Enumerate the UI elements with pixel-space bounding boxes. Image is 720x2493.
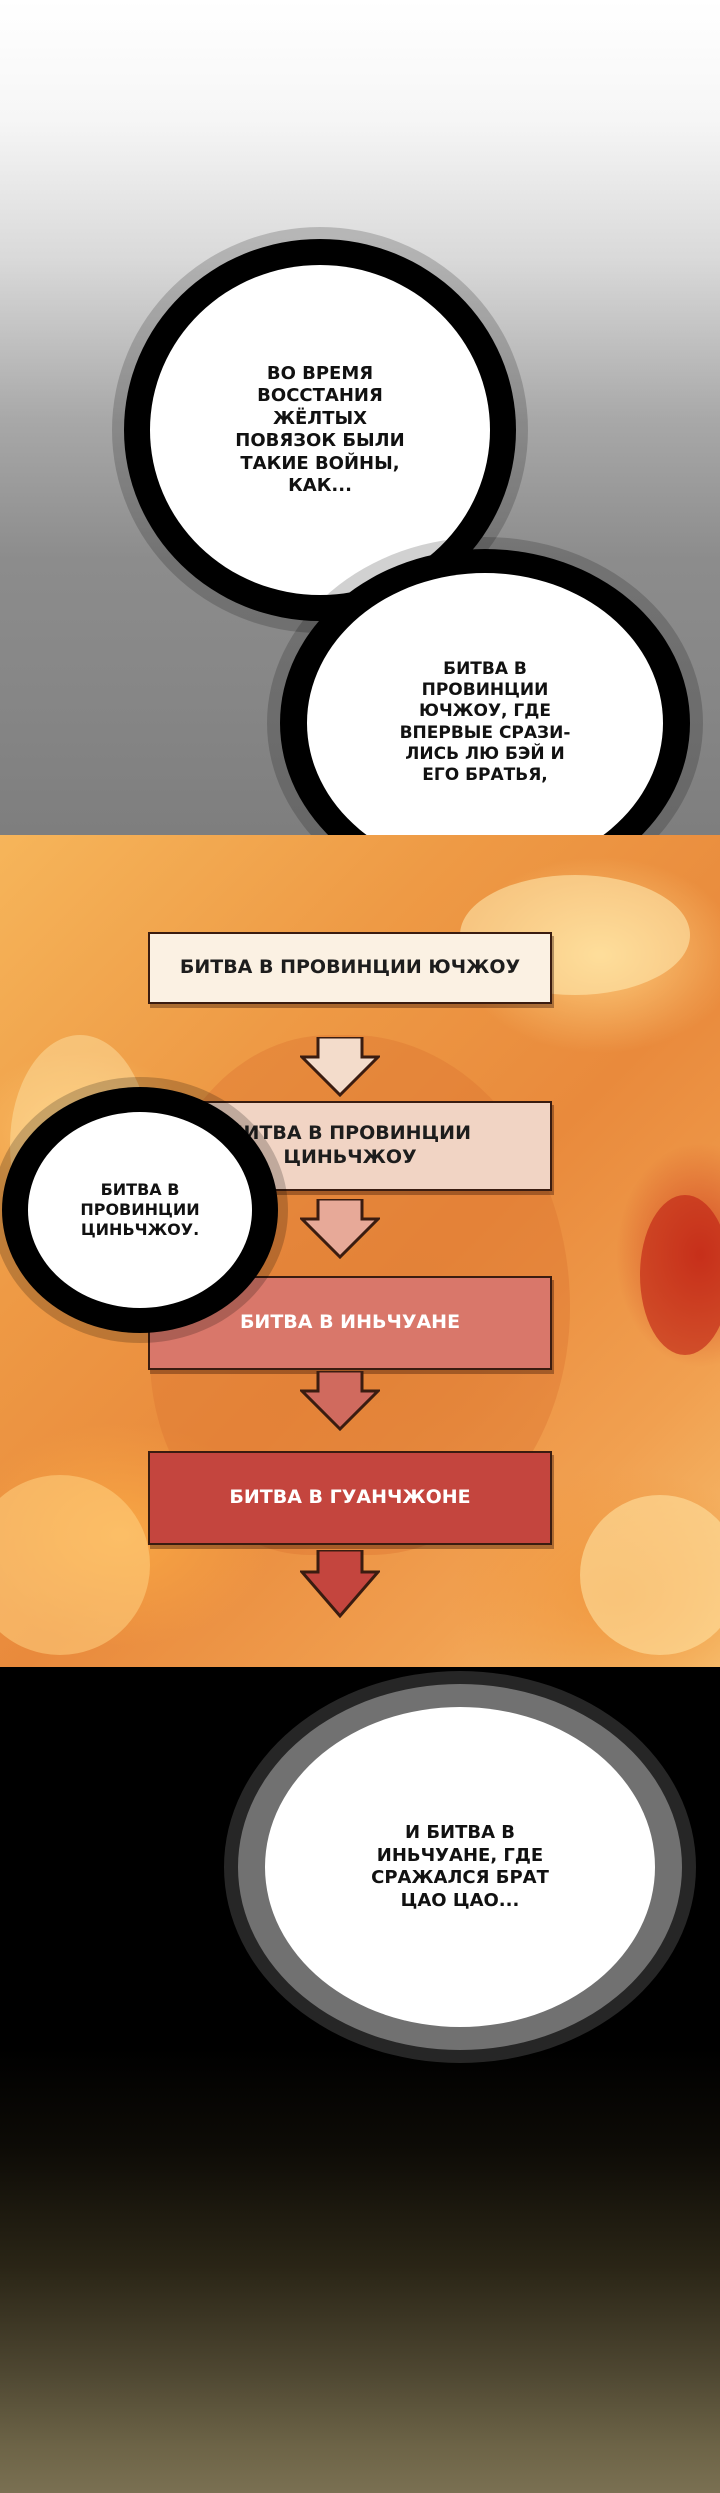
bubble-3-text: БИТВА В ПРОВИНЦИИ ЦИНЬЧЖОУ. <box>80 1180 200 1239</box>
bubble-2-text: БИТВА В ПРОВИНЦИИ ЮЧЖОУ, ГДЕ ВПЕРВЫЕ СРА… <box>399 658 571 785</box>
speech-bubble-4: И БИТВА В ИНЬЧУАНЕ, ГДЕ СРАЖАЛСЯ БРАТ ЦА… <box>220 1667 700 2067</box>
arrow-down-icon <box>300 1037 380 1097</box>
flow-step-4: БИТВА В ГУАНЧЖОНЕ <box>150 1453 550 1543</box>
speech-bubble-2: БИТВА В ПРОВИНЦИИ ЮЧЖОУ, ГДЕ ВПЕРВЫЕ СРА… <box>265 535 705 835</box>
spiky-bubble-outline <box>112 227 528 633</box>
bubble-4-text: И БИТВА В ИНЬЧУАНЕ, ГДЕ СРАЖАЛСЯ БРАТ ЦА… <box>371 1822 549 1911</box>
spiky-bubble-outline <box>267 537 703 835</box>
arrow-down-icon <box>300 1550 380 1619</box>
arrow-down-icon <box>300 1371 380 1431</box>
flow-step-1: БИТВА В ПРОВИНЦИИ ЮЧЖОУ <box>150 934 550 1002</box>
bubble-1-text: ВО ВРЕМЯ ВОССТАНИЯ ЖЁЛТЫХ ПОВЯЗОК БЫЛИ Т… <box>235 362 405 497</box>
fire-map-panel: БИТВА В ПРОВИНЦИИ ЮЧЖОУ БИТВА В ПРОВИНЦИ… <box>0 835 720 1667</box>
spiky-bubble-outline <box>0 1077 288 1343</box>
top-panel: ВО ВРЕМЯ ВОССТАНИЯ ЖЁЛТЫХ ПОВЯЗОК БЫЛИ Т… <box>0 0 720 835</box>
speech-bubble-1: ВО ВРЕМЯ ВОССТАНИЯ ЖЁЛТЫХ ПОВЯЗОК БЫЛИ Т… <box>110 225 530 635</box>
spiky-bubble-outline <box>224 1671 696 2063</box>
speech-bubble-3: БИТВА В ПРОВИНЦИИ ЦИНЬЧЖОУ. <box>0 1075 290 1345</box>
arrow-down-icon <box>300 1199 380 1259</box>
fire-glow <box>640 1195 720 1355</box>
fire-glow <box>0 1475 150 1655</box>
dark-panel: И БИТВА В ИНЬЧУАНЕ, ГДЕ СРАЖАЛСЯ БРАТ ЦА… <box>0 1667 720 2493</box>
fire-glow <box>580 1495 720 1655</box>
